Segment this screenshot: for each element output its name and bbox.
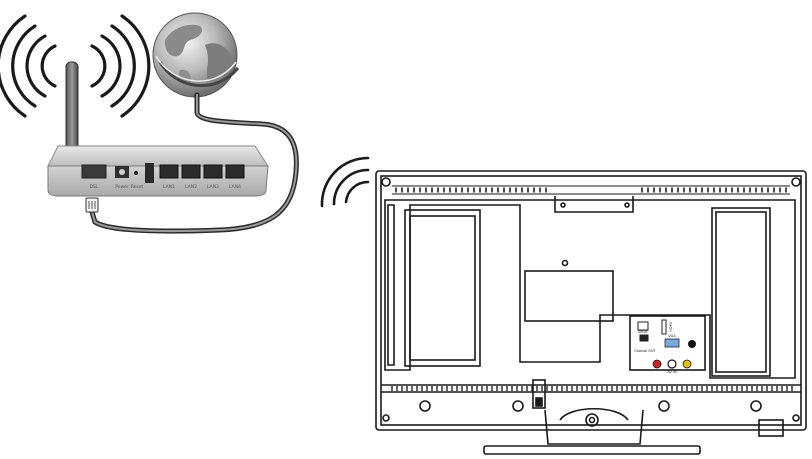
wifi-router: DSL Power Reset LAN1 LAN2 LAN3 LAN4 <box>47 61 269 197</box>
panel-label-hdmi: HDMI <box>669 322 673 331</box>
panel-label-vga: VGA <box>668 334 676 338</box>
tv-wifi-signal-icon <box>320 156 370 208</box>
vga-port-icon <box>664 338 680 348</box>
router-dsl-port <box>81 164 107 179</box>
globe-icon <box>152 12 240 98</box>
tv-connector-details: SPDIF HDMI VGA Coaxial OUT AV IN <box>634 319 696 374</box>
router-label-lan1: LAN1 <box>163 184 175 190</box>
hdmi-port-icon <box>661 319 667 335</box>
router-wifi-signal-icon <box>0 14 151 118</box>
router-reset-button <box>134 171 138 175</box>
router-label-power: Power <box>115 184 129 190</box>
router-label-dsl: DSL <box>90 184 99 190</box>
panel-label-spdif: SPDIF <box>638 330 648 334</box>
router-lan-ports <box>159 164 245 179</box>
router-label-lan4: LAN4 <box>229 184 241 190</box>
router-power-switch <box>145 163 154 183</box>
panel-label-av-in: AV IN <box>667 370 677 374</box>
av-in-jacks <box>652 359 692 369</box>
router-label-lan2: LAN2 <box>185 184 197 190</box>
router-label-reset: Reset <box>131 184 144 190</box>
headphone-jack-icon <box>688 340 696 348</box>
panel-label-coaxial-out: Coaxial OUT <box>634 349 656 353</box>
ethernet-plug-icon <box>85 197 99 213</box>
router-label-lan3: LAN3 <box>207 184 219 190</box>
tv-back-view <box>375 170 807 455</box>
spdif-port-icon <box>637 321 649 342</box>
